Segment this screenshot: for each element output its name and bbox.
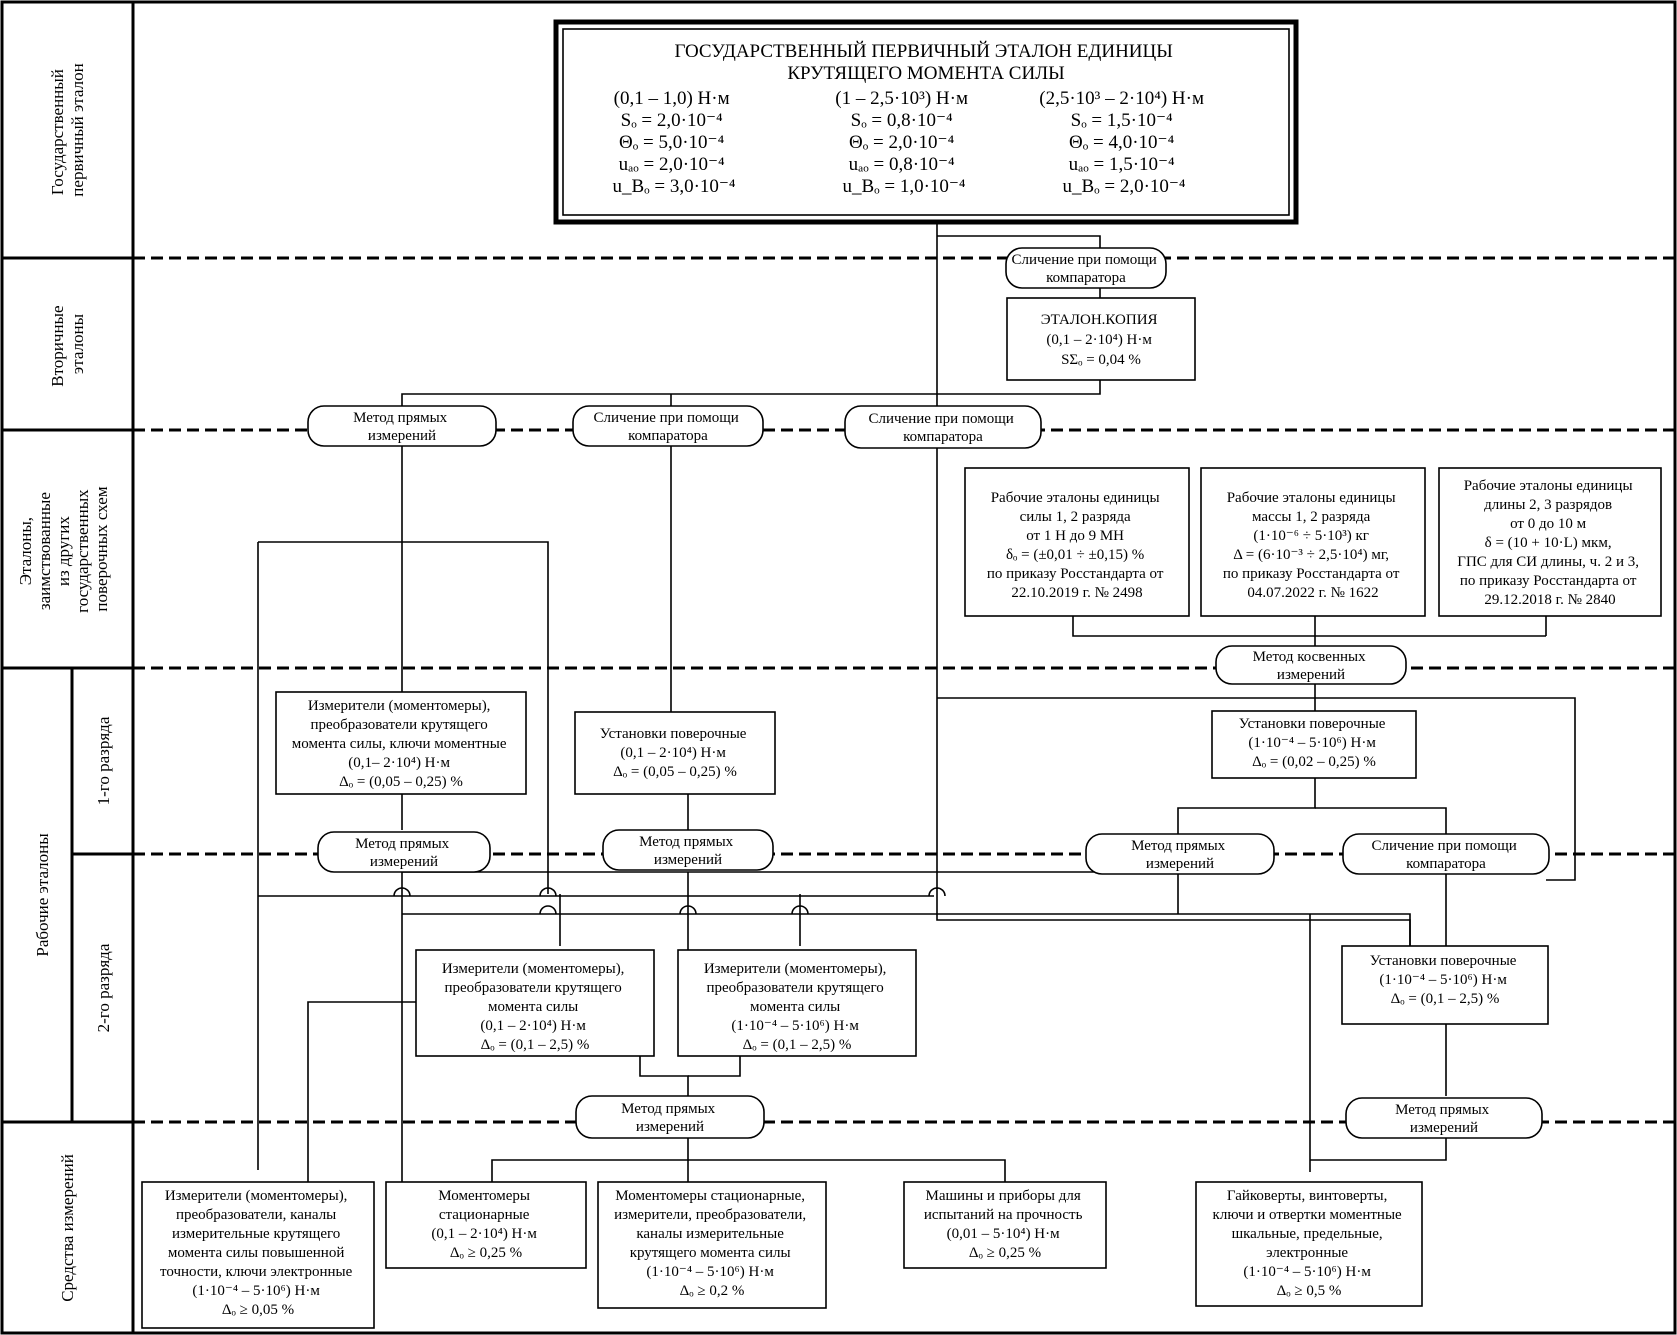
box-borrowed-length: Рабочие эталоны единицы длины 2, 3 разря… xyxy=(1438,467,1662,617)
box-instrument-5: Гайковерты, винтоверты, ключи и отвертки… xyxy=(1195,1181,1423,1307)
method-indirect: Метод косвенных измерений xyxy=(1215,645,1407,685)
box-borrowed-force: Рабочие эталоны единицы силы 1, 2 разряд… xyxy=(964,467,1190,617)
primary-standard-box: ГОСУДАРСТВЕННЫЙ ПЕРВИЧНЫЙ ЭТАЛОН ЕДИНИЦЫ… xyxy=(553,19,1299,225)
method-comparator-top: Сличение при помощи компаратора xyxy=(1005,247,1167,289)
band-label-working: Рабочие эталоны xyxy=(33,833,52,957)
box-instrument-3: Моментомеры стационарные, измерители, пр… xyxy=(597,1181,827,1309)
box-rank1-meters: Измерители (моментомеры), преобразовател… xyxy=(275,691,527,795)
svg-text:(0,1 – 1,0) Н·м Sₒ = 2,0: (0,1 – 1,0) Н·м Sₒ = 2,0·10⁻⁴ Θₒ = 5,0·1… xyxy=(612,88,735,197)
box-rank1-installations: Установки поверочные (0,1 – 2·10⁴) Н·м Δ… xyxy=(574,711,776,795)
svg-text:Установки поверочные (1·: Установки поверочные (1·10⁻⁴ – 5·10⁶) Н·… xyxy=(1370,953,1520,1007)
primary-title-line2: КРУТЯЩЕГО МОМЕНТА СИЛЫ xyxy=(787,63,1064,84)
svg-text:Моментомеры стационарные,: Моментомеры стационарные, измерители, пр… xyxy=(614,1188,810,1299)
svg-text:Измерители (моментомеры),: Измерители (моментомеры), преобразовател… xyxy=(442,961,628,1053)
method-direct-rank1-c: Метод прямых измерений xyxy=(1085,833,1275,875)
svg-text:ГОСУДАРСТВЕННЫЙ ПЕРВИЧНЫЙ ЭТАЛ: ГОСУДАРСТВЕННЫЙ ПЕРВИЧНЫЙ ЭТАЛОН ЕДИНИЦЫ… xyxy=(674,41,1177,84)
svg-text:Метод прямых измерений: Метод прямых измерений xyxy=(1395,1102,1493,1136)
box-rank2-installations: Установки поверочные (1·10⁻⁴ – 5·10⁶) Н·… xyxy=(1341,945,1549,1025)
svg-text:ЭТАЛОН.КОПИЯ (0,1 – 2·10: ЭТАЛОН.КОПИЯ (0,1 – 2·10⁴) Н·м SΣₒ = 0,0… xyxy=(1041,312,1162,368)
crossing-hops xyxy=(393,887,946,915)
svg-text:Рабочие эталоны единицы: Рабочие эталоны единицы массы 1, 2 разря… xyxy=(1223,490,1403,601)
svg-text:Метод прямых измерений: Метод прямых измерений xyxy=(353,410,451,444)
method-direct-rank2-mid: Метод прямых измерений xyxy=(575,1095,765,1139)
svg-text:Сличение при помощи комп: Сличение при помощи компаратора xyxy=(593,410,742,444)
box-borrowed-mass: Рабочие эталоны единицы массы 1, 2 разря… xyxy=(1200,467,1426,617)
box-rank1-installations-right: Установки поверочные (1·10⁻⁴ – 5·10⁶) Н·… xyxy=(1211,710,1417,779)
method-direct-secondary-left: Метод прямых измерений xyxy=(307,405,497,447)
svg-text:Измерители (моментомеры),: Измерители (моментомеры), преобразовател… xyxy=(704,961,890,1053)
method-direct-rank1-b: Метод прямых измерений xyxy=(602,829,774,871)
svg-text:Сличение при помощи комп: Сличение при помощи компаратора xyxy=(868,411,1017,445)
method-comparator-secondary-right: Сличение при помощи компаратора xyxy=(844,405,1042,449)
svg-text:Рабочие эталоны единицы: Рабочие эталоны единицы длины 2, 3 разря… xyxy=(1457,478,1642,608)
svg-text:Моментомеры стационарные: Моментомеры стационарные (0,1 – 2·10⁴) Н… xyxy=(431,1188,540,1261)
svg-text:Метод прямых измерений: Метод прямых измерений xyxy=(639,834,737,868)
box-instrument-1: Измерители (моментомеры), преобразовател… xyxy=(141,1181,375,1329)
svg-text:Установки поверочные (1·: Установки поверочные (1·10⁻⁴ – 5·10⁶) Н·… xyxy=(1239,716,1389,770)
svg-text:(2,5·10³ – 2·10⁴) Н·м Sₒ: (2,5·10³ – 2·10⁴) Н·м Sₒ = 1,5·10⁻⁴ Θₒ =… xyxy=(1039,88,1208,197)
svg-text:Метод косвенных измерени: Метод косвенных измерений xyxy=(1253,649,1370,683)
svg-text:Сличение при помощи комп: Сличение при помощи компаратора xyxy=(1011,252,1160,286)
svg-text:Измерители (моментомеры),: Измерители (моментомеры), преобразовател… xyxy=(160,1188,356,1318)
box-rank2-meters-a: Измерители (моментомеры), преобразовател… xyxy=(415,949,655,1057)
svg-text:Метод прямых измерений: Метод прямых измерений xyxy=(1131,838,1229,872)
band-label-primary: Государственный первичный эталон xyxy=(48,63,87,196)
svg-text:Измерители (моментомеры),: Измерители (моментомеры), преобразовател… xyxy=(292,698,510,790)
svg-text:Гайковерты, винтоверты,: Гайковерты, винтоверты, ключи и отвертки… xyxy=(1213,1188,1406,1299)
svg-text:Сличение при помощи комп: Сличение при помощи компаратора xyxy=(1371,838,1520,872)
box-rank2-meters-b: Измерители (моментомеры), преобразовател… xyxy=(677,949,917,1057)
method-direct-rank2-right: Метод прямых измерений xyxy=(1345,1097,1543,1139)
svg-text:Метод прямых измерений: Метод прямых измерений xyxy=(621,1101,719,1135)
band-label-secondary: Вторичные эталоны xyxy=(48,301,87,387)
box-instrument-2: Моментомеры стационарные (0,1 – 2·10⁴) Н… xyxy=(385,1181,587,1269)
svg-text:Установки поверочные (0,: Установки поверочные (0,1 – 2·10⁴) Н·м Δ… xyxy=(600,726,750,780)
band-label-instruments: Средства измерений xyxy=(58,1154,77,1302)
method-comparator-rank1-d: Сличение при помощи компаратора xyxy=(1342,833,1550,875)
band-label-rank1: 1-го разряда xyxy=(94,716,113,805)
primary-title-line1: ГОСУДАРСТВЕННЫЙ ПЕРВИЧНЫЙ ЭТАЛОН ЕДИНИЦЫ xyxy=(674,41,1172,62)
svg-text:Метод прямых измерений: Метод прямых измерений xyxy=(355,836,453,870)
method-comparator-secondary-mid: Сличение при помощи компаратора xyxy=(572,405,764,447)
svg-text:(1 – 2,5·10³) Н·м Sₒ = 0: (1 – 2,5·10³) Н·м Sₒ = 0,8·10⁻⁴ Θₒ = 2,0… xyxy=(835,88,973,197)
box-standard-copy: ЭТАЛОН.КОПИЯ (0,1 – 2·10⁴) Н·м SΣₒ = 0,0… xyxy=(1006,297,1196,381)
svg-text:Рабочие эталоны единицы: Рабочие эталоны единицы силы 1, 2 разряд… xyxy=(987,490,1167,601)
method-direct-rank1-a: Метод прямых измерений xyxy=(317,831,491,873)
band-label-rank2: 2-го разряда xyxy=(94,943,113,1032)
band-label-borrowed: Эталоны, заимствованные из других госуда… xyxy=(16,485,111,613)
svg-text:Машины и приборы для исп: Машины и приборы для испытаний на прочно… xyxy=(924,1188,1086,1261)
box-instrument-4: Машины и приборы для испытаний на прочно… xyxy=(903,1181,1107,1269)
